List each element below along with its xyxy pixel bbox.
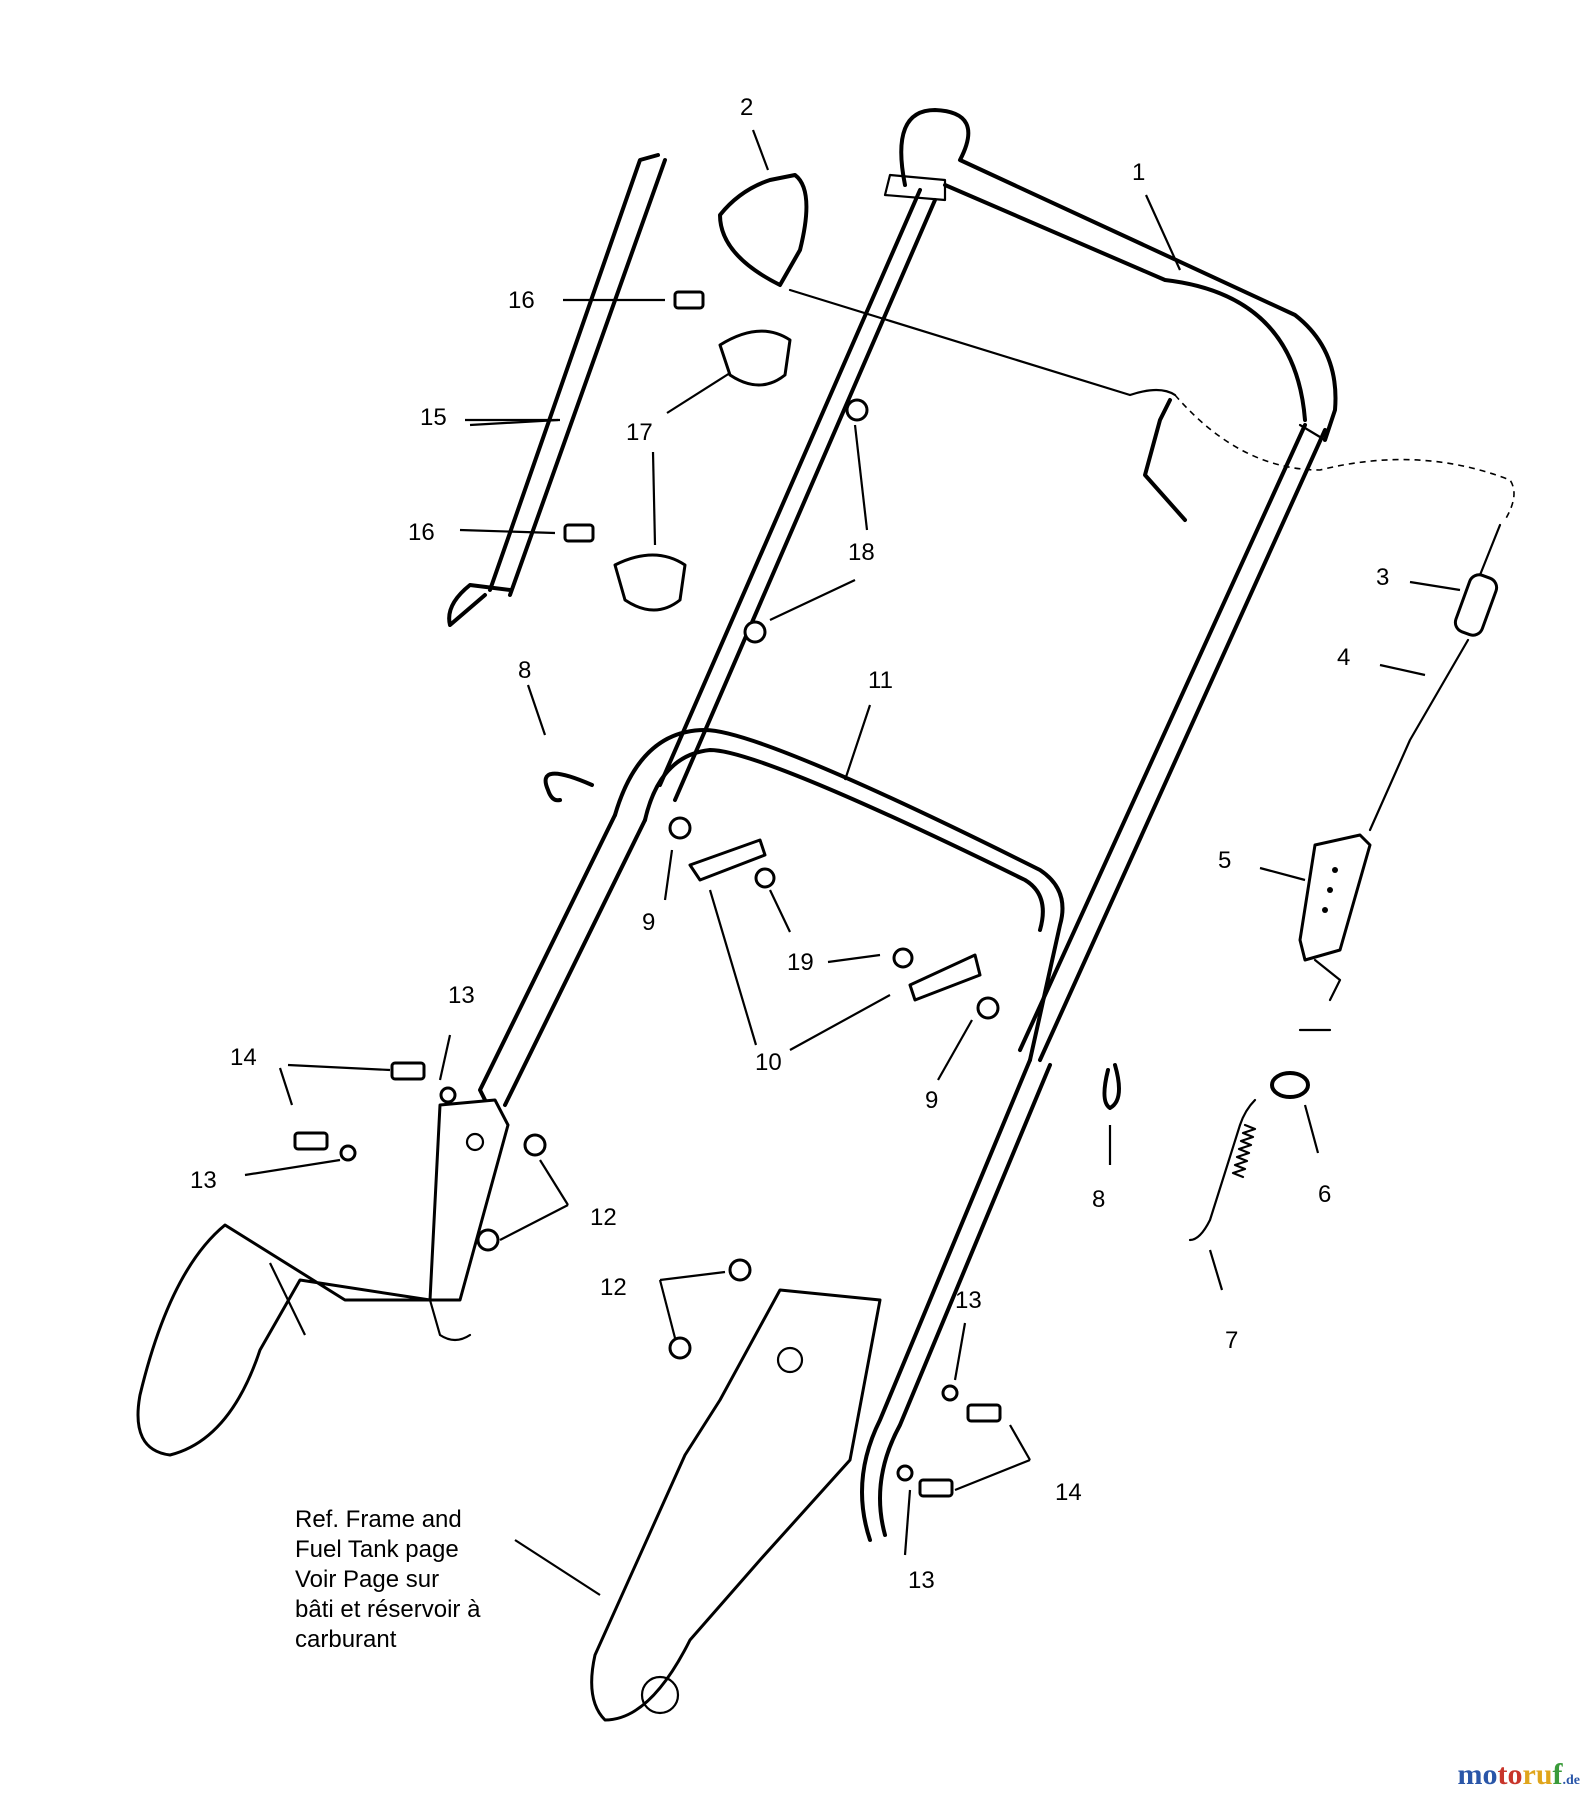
watermark-logo: motoruf.de bbox=[1457, 1758, 1581, 1791]
reference-note-line5: carburant bbox=[295, 1626, 397, 1653]
callout-3: 3 bbox=[1376, 564, 1389, 591]
lower-handle bbox=[478, 728, 1065, 1542]
reference-note-line3: Voir Page sur bbox=[295, 1566, 440, 1593]
callout-5: 5 bbox=[1218, 847, 1231, 874]
callout-8-lower: 8 bbox=[1092, 1186, 1105, 1213]
cable-spring-sleeve bbox=[1368, 523, 1502, 832]
hardware-12-13-14 bbox=[293, 1061, 1002, 1498]
callout-13-upper-right: 13 bbox=[955, 1287, 982, 1314]
callout-13-lower-right: 13 bbox=[908, 1567, 935, 1594]
callout-16-lower: 16 bbox=[408, 519, 435, 546]
callout-2: 2 bbox=[740, 94, 753, 121]
callout-10: 10 bbox=[755, 1049, 782, 1076]
callout-17: 17 bbox=[626, 419, 653, 446]
upper-handle bbox=[658, 108, 1338, 1062]
callout-12-right: 12 bbox=[600, 1274, 627, 1301]
callout-9-left: 9 bbox=[642, 909, 655, 936]
callout-11: 11 bbox=[868, 667, 893, 694]
callout-12-left: 12 bbox=[590, 1204, 617, 1231]
bolts-16 bbox=[563, 290, 705, 543]
callout-1: 1 bbox=[1132, 159, 1145, 186]
callout-16-upper: 16 bbox=[508, 287, 535, 314]
reference-note-line4: bâti et réservoir à bbox=[295, 1596, 481, 1623]
callout-7: 7 bbox=[1225, 1327, 1238, 1354]
callout-18: 18 bbox=[848, 539, 875, 566]
callout-15: 15 bbox=[420, 404, 447, 431]
control-lever bbox=[718, 173, 1515, 522]
cable-bracket bbox=[1298, 833, 1372, 962]
eyebolt bbox=[1270, 958, 1342, 1099]
callout-13-upper-left: 13 bbox=[448, 982, 475, 1009]
reference-note: Ref. Frame and Fuel Tank page Voir Page … bbox=[295, 1505, 555, 1655]
left-bracket bbox=[136, 1098, 510, 1457]
extension-spring bbox=[1188, 1098, 1257, 1242]
callout-14-left: 14 bbox=[230, 1044, 257, 1071]
callout-13-lower-left: 13 bbox=[190, 1167, 217, 1194]
callout-4: 4 bbox=[1337, 644, 1350, 671]
callout-14-right: 14 bbox=[1055, 1479, 1082, 1506]
right-bracket bbox=[590, 1288, 882, 1722]
callout-6: 6 bbox=[1318, 1181, 1331, 1208]
nuts-19 bbox=[754, 867, 914, 969]
knobs-10 bbox=[688, 838, 982, 1002]
callout-8-upper: 8 bbox=[518, 657, 531, 684]
reference-note-line2: Fuel Tank page bbox=[295, 1536, 459, 1563]
hooks-8 bbox=[543, 771, 1121, 1110]
callout-9-right: 9 bbox=[925, 1087, 938, 1114]
leader-lines bbox=[244, 129, 1461, 1596]
washers-9 bbox=[668, 816, 1000, 1020]
reference-note-line1: Ref. Frame and bbox=[295, 1506, 462, 1533]
callout-19: 19 bbox=[787, 949, 814, 976]
support-rod bbox=[447, 153, 667, 627]
nuts-18 bbox=[743, 398, 869, 644]
clamps-17 bbox=[613, 329, 792, 612]
